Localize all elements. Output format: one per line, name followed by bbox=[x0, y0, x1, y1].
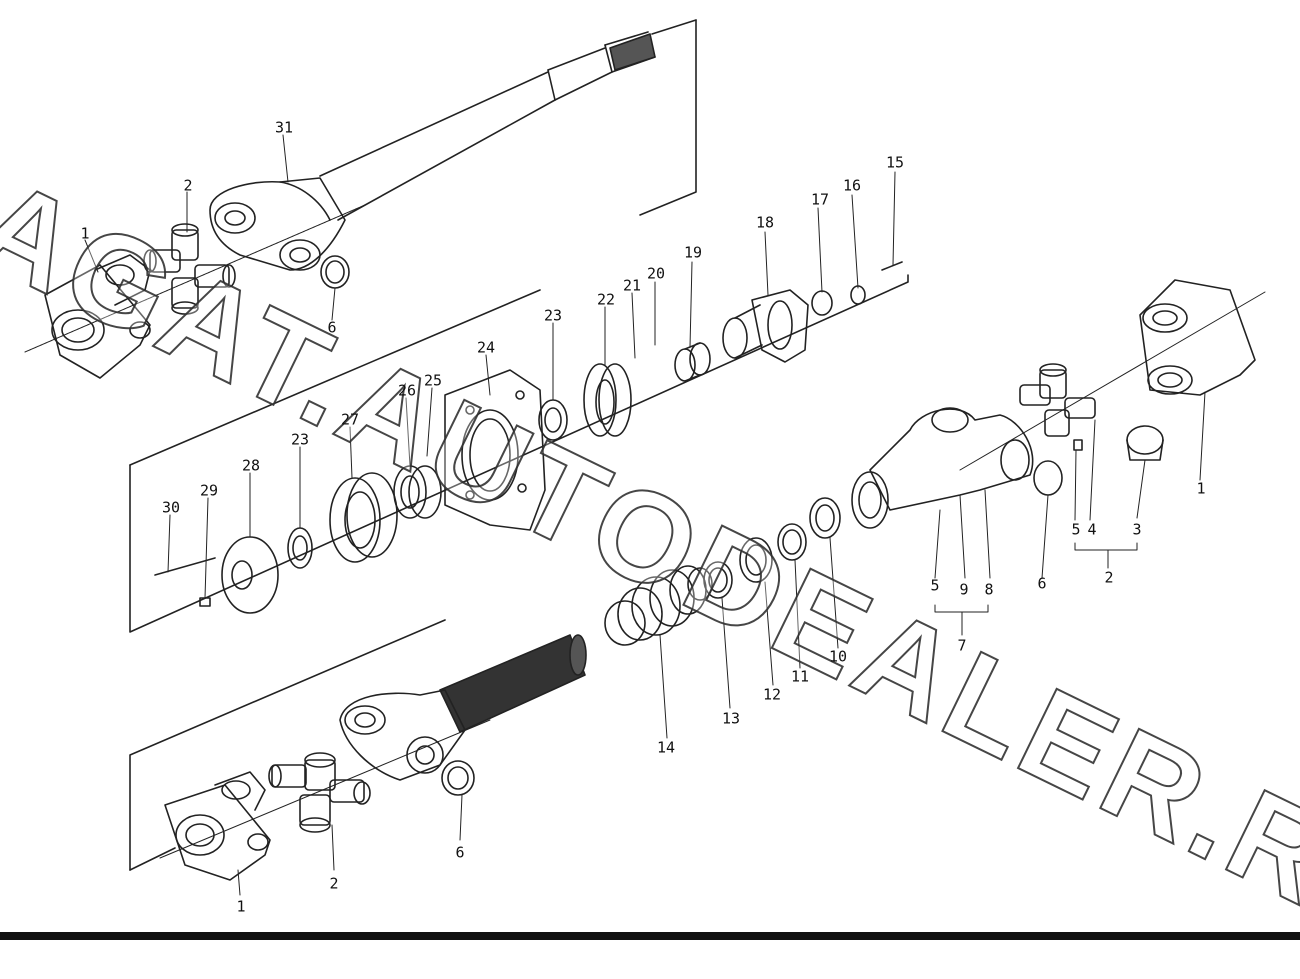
part-label: 6 bbox=[455, 843, 465, 862]
bracket-2 bbox=[1074, 542, 1138, 569]
part-label: 11 bbox=[790, 667, 810, 686]
part-label: 6 bbox=[327, 318, 337, 337]
grease-nipple bbox=[1073, 439, 1083, 451]
right-flange-yoke bbox=[1139, 279, 1256, 396]
bearing-cup bbox=[1126, 425, 1164, 461]
part-label: 26 bbox=[397, 381, 417, 400]
bolt bbox=[154, 557, 216, 576]
spacer-sleeve bbox=[674, 342, 711, 382]
dust-boot bbox=[604, 565, 713, 646]
right-axis bbox=[959, 291, 1266, 471]
part-label: 7 bbox=[957, 636, 967, 655]
bottom-border bbox=[0, 932, 1300, 940]
part-label: 3 bbox=[1132, 520, 1142, 539]
part-label: 8 bbox=[984, 580, 994, 599]
part-label: 28 bbox=[241, 456, 261, 475]
lower-snap-ring bbox=[441, 760, 475, 796]
lower-splined-shaft bbox=[439, 634, 587, 733]
part-label: 1 bbox=[236, 897, 246, 916]
upper-axis bbox=[24, 204, 366, 353]
part-label: 5 bbox=[1071, 520, 1081, 539]
part-label: 9 bbox=[959, 580, 969, 599]
washer bbox=[811, 290, 833, 316]
bearing-cap bbox=[221, 536, 279, 614]
rubber-cushion bbox=[329, 472, 398, 563]
bracket-7 bbox=[934, 604, 989, 636]
part-label: 12 bbox=[762, 685, 782, 704]
part-label: 19 bbox=[683, 243, 703, 262]
part-label: 17 bbox=[810, 190, 830, 209]
lower-assembly-frame bbox=[129, 619, 446, 871]
part-label: 22 bbox=[596, 290, 616, 309]
part-label: 5 bbox=[930, 576, 940, 595]
companion-flange bbox=[722, 289, 809, 363]
slip-yoke bbox=[869, 407, 1034, 511]
part-label: 4 bbox=[1087, 520, 1097, 539]
part-label: 30 bbox=[161, 498, 181, 517]
part-label: 10 bbox=[828, 647, 848, 666]
part-label: 18 bbox=[755, 213, 775, 232]
part-label: 2 bbox=[183, 176, 193, 195]
part-label: 2 bbox=[329, 874, 339, 893]
lower-axis bbox=[159, 719, 491, 859]
part-label: 23 bbox=[543, 306, 563, 325]
lower-cross-spider bbox=[268, 752, 371, 833]
part-label: 31 bbox=[274, 118, 294, 137]
lower-flange-yoke bbox=[164, 771, 271, 881]
right-cross-spider bbox=[1019, 363, 1096, 437]
upper-frame-top bbox=[651, 19, 697, 35]
part-label: 20 bbox=[646, 264, 666, 283]
seal-stack bbox=[703, 497, 841, 599]
seal-ring-left bbox=[287, 527, 313, 569]
middle-assembly-frame bbox=[129, 274, 909, 633]
part-label: 15 bbox=[885, 153, 905, 172]
upper-flange-yoke bbox=[44, 254, 151, 379]
part-label: 29 bbox=[199, 481, 219, 500]
part-label: 25 bbox=[423, 371, 443, 390]
part-label: 1 bbox=[80, 224, 90, 243]
part-label: 24 bbox=[476, 338, 496, 357]
leader-lines bbox=[84, 134, 1206, 896]
part-label: 1 bbox=[1196, 479, 1206, 498]
locking-nut bbox=[583, 363, 632, 437]
part-label: 2 bbox=[1104, 568, 1114, 587]
upper-shaft bbox=[319, 31, 656, 221]
screw bbox=[881, 261, 903, 271]
part-label: 27 bbox=[340, 410, 360, 429]
upper-assembly-frame bbox=[639, 19, 697, 216]
part-label: 23 bbox=[290, 430, 310, 449]
part-label: 14 bbox=[656, 738, 676, 757]
spline-sleeve bbox=[851, 471, 889, 529]
right-snap-ring bbox=[1033, 460, 1063, 496]
lower-yoke bbox=[339, 689, 466, 781]
upper-yoke bbox=[209, 177, 346, 271]
part-label: 21 bbox=[622, 276, 642, 295]
part-label: 6 bbox=[1037, 574, 1047, 593]
exploded-driveshaft-diagram bbox=[24, 19, 1266, 896]
bearing-flange-plate bbox=[444, 369, 546, 531]
upper-snap-ring bbox=[320, 255, 350, 289]
part-label: 13 bbox=[721, 709, 741, 728]
upper-cross-spider bbox=[143, 223, 236, 315]
part-label: 16 bbox=[842, 176, 862, 195]
lock-plate bbox=[850, 285, 866, 305]
seal-ring-right bbox=[538, 399, 568, 441]
